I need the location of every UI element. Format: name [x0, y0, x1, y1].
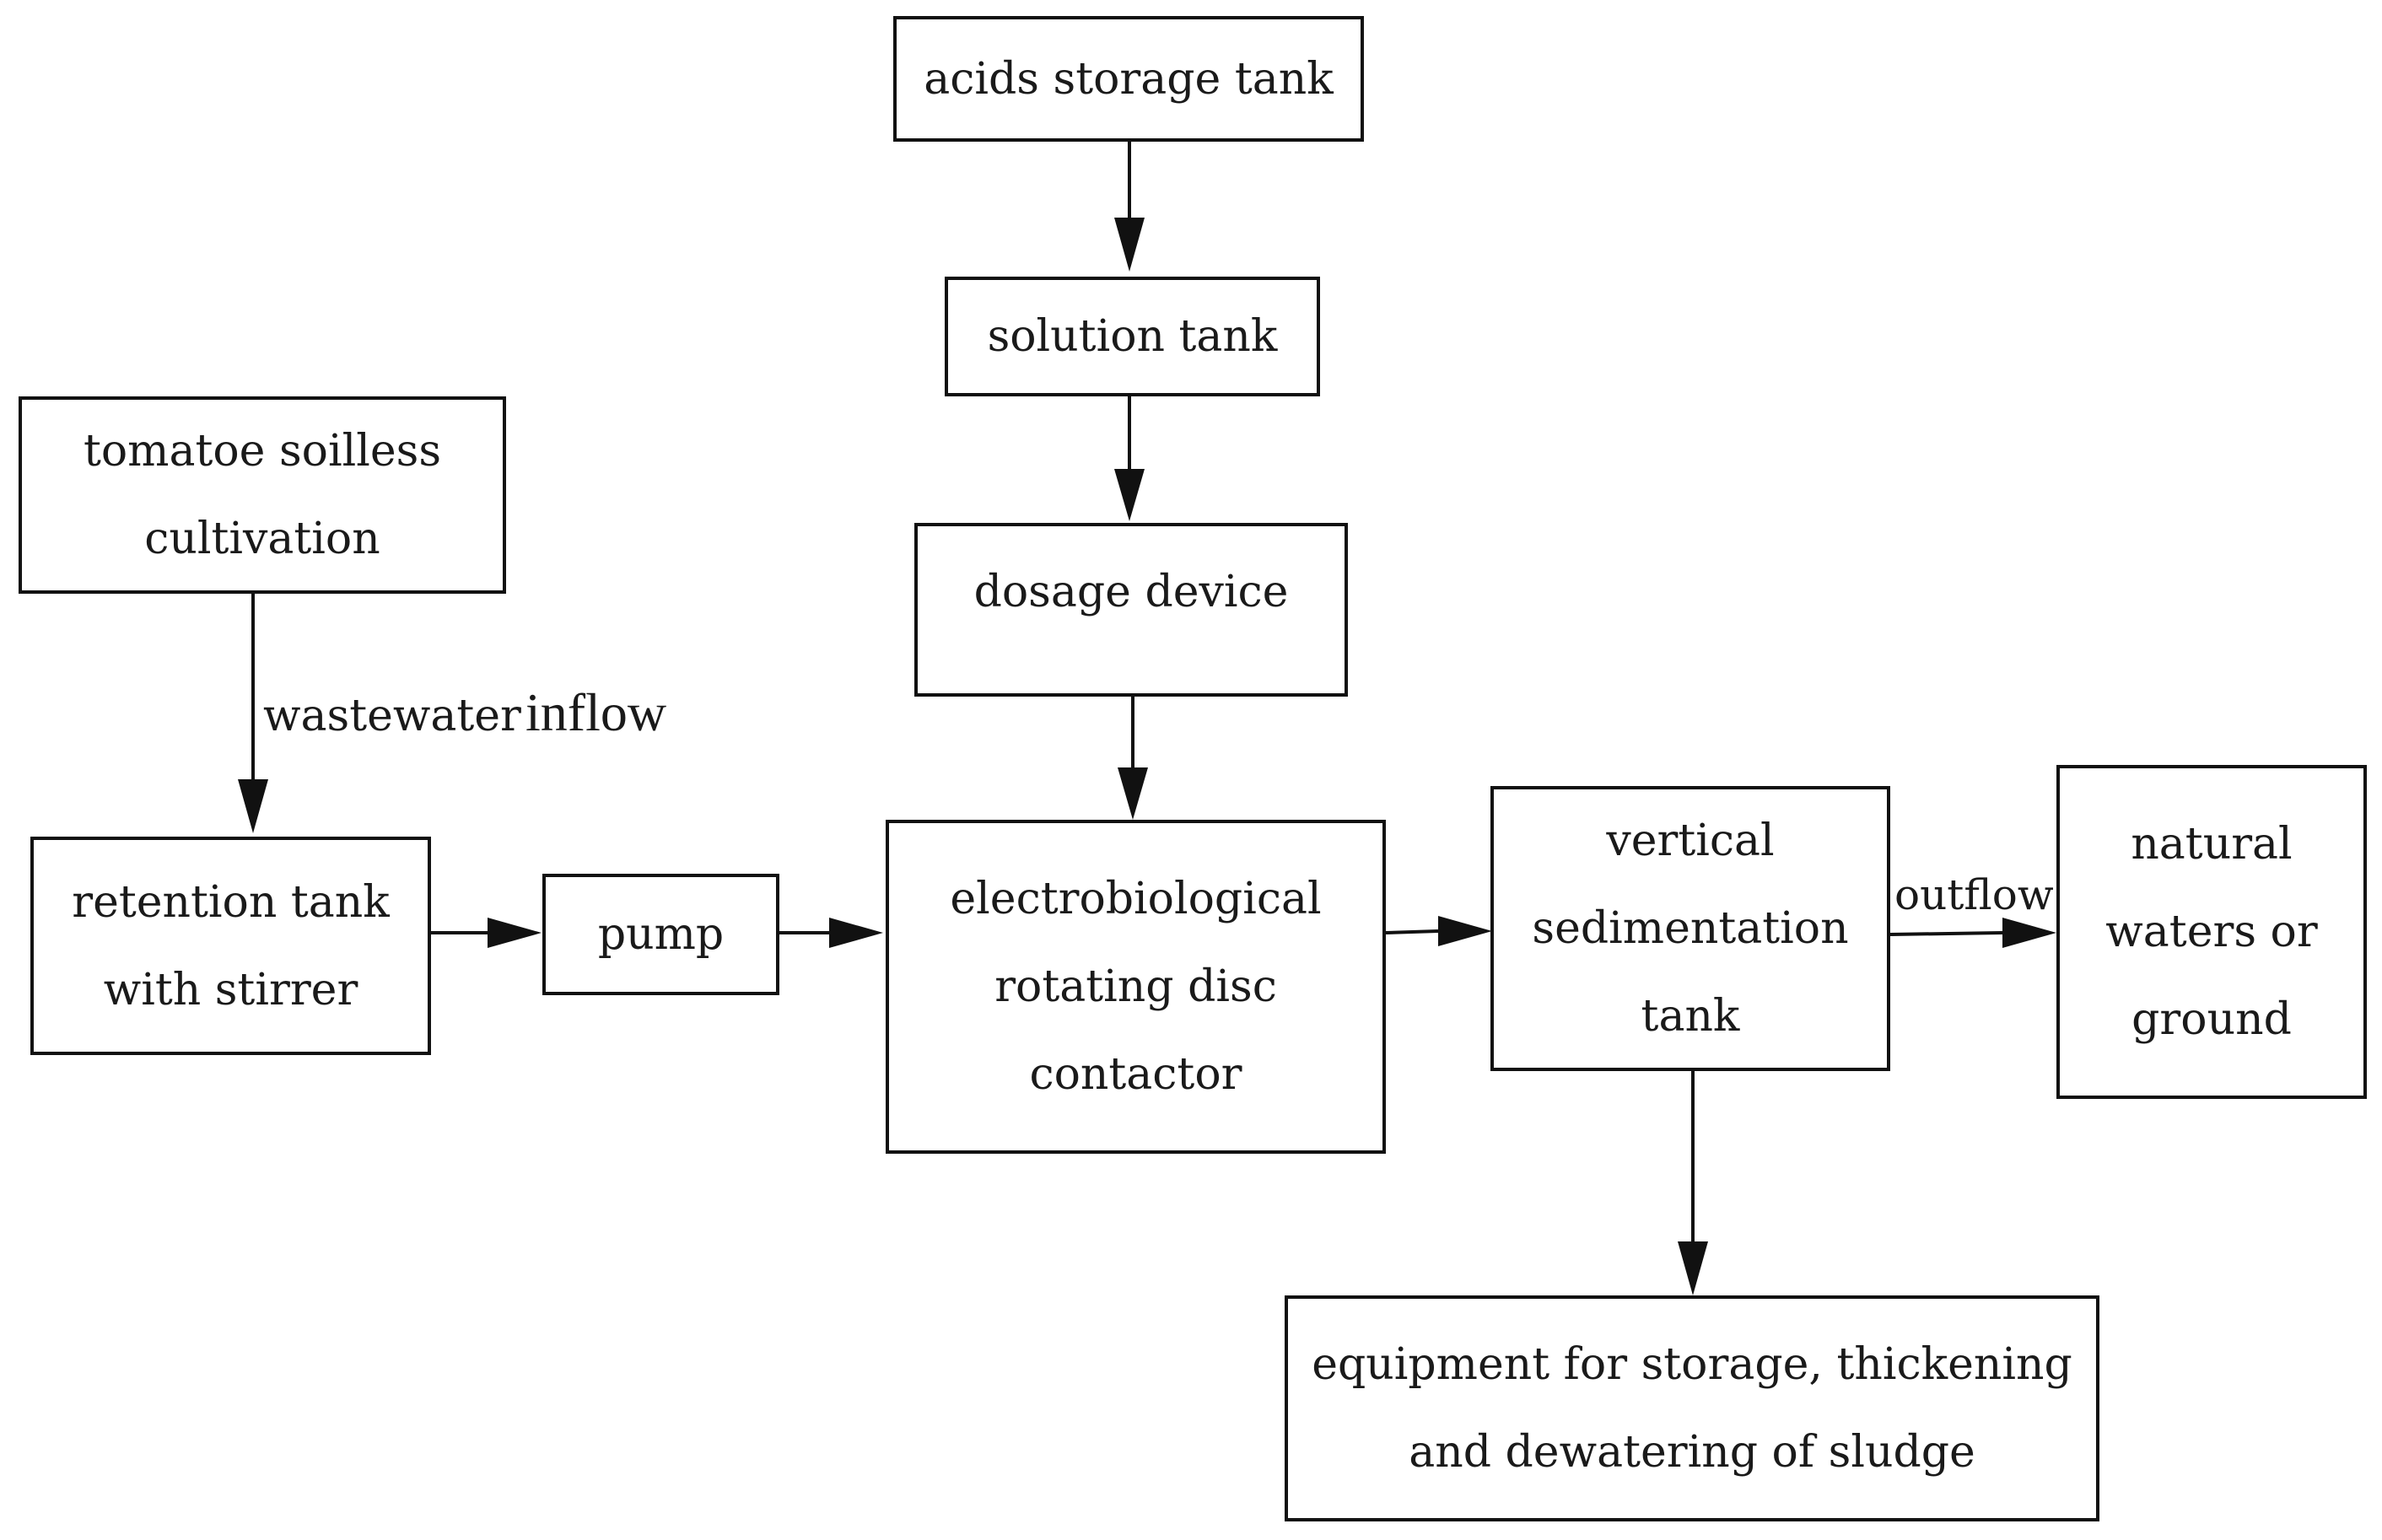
dosage-device-box: dosage device [914, 523, 1348, 697]
outflow-label-text: outflow [1894, 870, 2054, 919]
contactor-label-line-1: electrobiological [950, 874, 1322, 924]
sludge-equipment-box: equipment for storage, thickening and de… [1285, 1295, 2099, 1521]
sedimentation-label-line-3: tank [1641, 991, 1740, 1042]
contactor-label-line-3: contactor [1029, 1049, 1242, 1100]
wastewater-label: wastewater [263, 691, 521, 741]
wastewater-inflow-label: wastewater inflow [263, 681, 666, 744]
natural-waters-label-line-1: natural [2131, 819, 2293, 870]
arrowhead-pump-to-contactor [829, 918, 883, 948]
tomatoe-soilless-cultivation-box: tomatoe soilless cultivation [19, 396, 506, 594]
pump-box: pump [542, 874, 779, 995]
sludge-equipment-label-line-1: equipment for storage, thickening [1312, 1339, 2072, 1390]
acids-storage-tank-label: acids storage tank [924, 53, 1334, 105]
acids-storage-tank-box: acids storage tank [893, 16, 1364, 142]
pump-label: pump [597, 909, 725, 960]
arrowhead-sedimentation-to-natural [2002, 918, 2056, 948]
natural-waters-label-line-3: ground [2131, 994, 2292, 1045]
solution-tank-label: solution tank [987, 311, 1278, 362]
sludge-equipment-label-line-2: and dewatering of sludge [1409, 1427, 1975, 1478]
arrowhead-dosage-to-contactor [1118, 767, 1148, 820]
sedimentation-label-line-2: sedimentation [1532, 903, 1849, 954]
solution-tank-box: solution tank [945, 277, 1320, 396]
arrowhead-sedimentation-to-sludge [1678, 1241, 1708, 1295]
inflow-label: inflow [525, 682, 667, 742]
arrowhead-contactor-to-sedimentation [1438, 916, 1492, 946]
arrow-sedimentation-to-natural [1889, 931, 2003, 936]
retention-tank-label-line-2: with stirrer [103, 964, 358, 1015]
natural-waters-box: natural waters or ground [2056, 765, 2367, 1099]
sedimentation-tank-box: vertical sedimentation tank [1490, 786, 1890, 1071]
retention-tank-box: retention tank with stirrer [30, 837, 431, 1055]
cultivation-label-line-2: cultivation [144, 514, 380, 564]
arrowhead-cultivation-to-retention [238, 779, 268, 833]
contactor-box: electrobiological rotating disc contacto… [886, 820, 1386, 1154]
retention-tank-label-line-1: retention tank [72, 876, 390, 928]
cultivation-label-line-1: tomatoe soilless [83, 426, 442, 477]
arrow-contactor-to-sedimentation [1385, 929, 1439, 934]
dosage-device-label: dosage device [973, 567, 1289, 617]
contactor-label-line-2: rotating disc [994, 961, 1277, 1012]
arrowhead-retention-to-pump [488, 918, 542, 948]
arrowhead-acids-to-solution [1114, 218, 1145, 272]
natural-waters-label-line-2: waters or [2105, 907, 2318, 957]
sedimentation-label-line-1: vertical [1606, 816, 1775, 866]
outflow-label: outflow [1894, 870, 2054, 919]
arrowhead-solution-to-dosage [1114, 469, 1145, 521]
